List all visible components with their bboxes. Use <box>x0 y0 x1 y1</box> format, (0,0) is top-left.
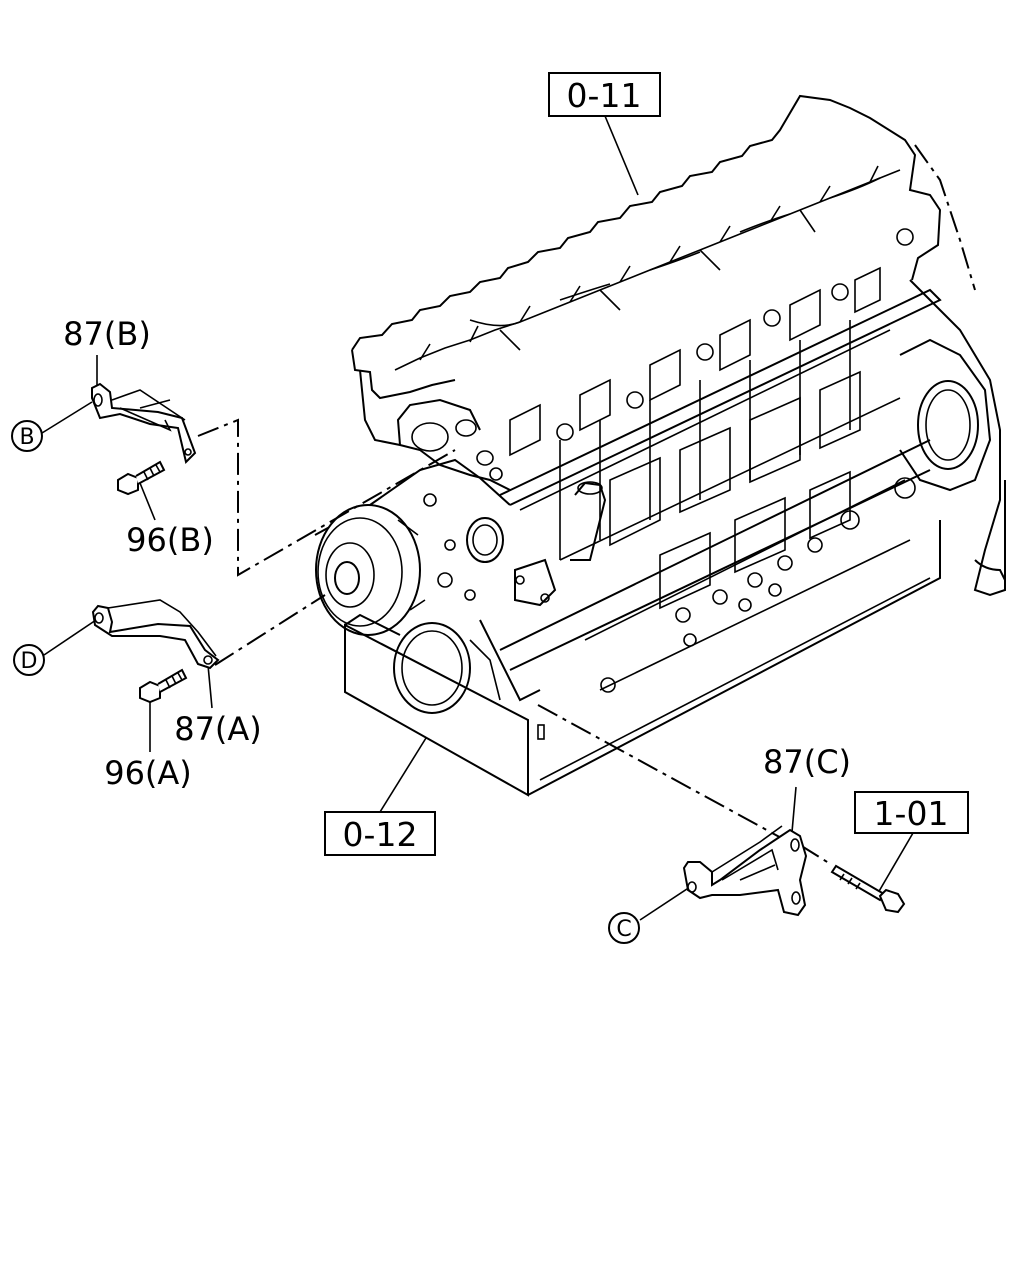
callout-circle-c: C <box>608 912 640 944</box>
callout-circle-b: B <box>11 420 43 452</box>
engine-block-drawing <box>314 94 1006 797</box>
part-label-96b[interactable]: 96(B) <box>126 521 214 559</box>
callout-label-d: D <box>21 649 38 674</box>
bolt-drawing <box>117 460 166 496</box>
callout-circle-d: D <box>13 644 45 676</box>
ref-label-1-01: 1-01 <box>874 794 949 833</box>
bracket-drawing <box>682 825 808 917</box>
callout-label-b: B <box>19 425 34 450</box>
callout-label-c: C <box>616 917 631 942</box>
ref-box-cylinder-head[interactable]: 0-11 <box>548 72 661 117</box>
ref-label-0-12: 0-12 <box>343 815 418 854</box>
ref-label-0-11: 0-11 <box>567 76 642 115</box>
bolt-drawing <box>139 668 188 704</box>
part-label-87a[interactable]: 87(A) <box>174 710 262 748</box>
bracket-drawing <box>91 599 220 670</box>
part-label-87b[interactable]: 87(B) <box>63 315 151 353</box>
bracket-drawing <box>91 382 197 464</box>
part-label-87c[interactable]: 87(C) <box>763 743 851 781</box>
leader-line <box>41 115 914 921</box>
bolt-drawing <box>830 864 906 914</box>
part-label-96a[interactable]: 96(A) <box>104 754 192 792</box>
ref-box-cylinder-block[interactable]: 0-12 <box>324 811 436 856</box>
ref-box-group[interactable]: 1-01 <box>854 791 969 834</box>
